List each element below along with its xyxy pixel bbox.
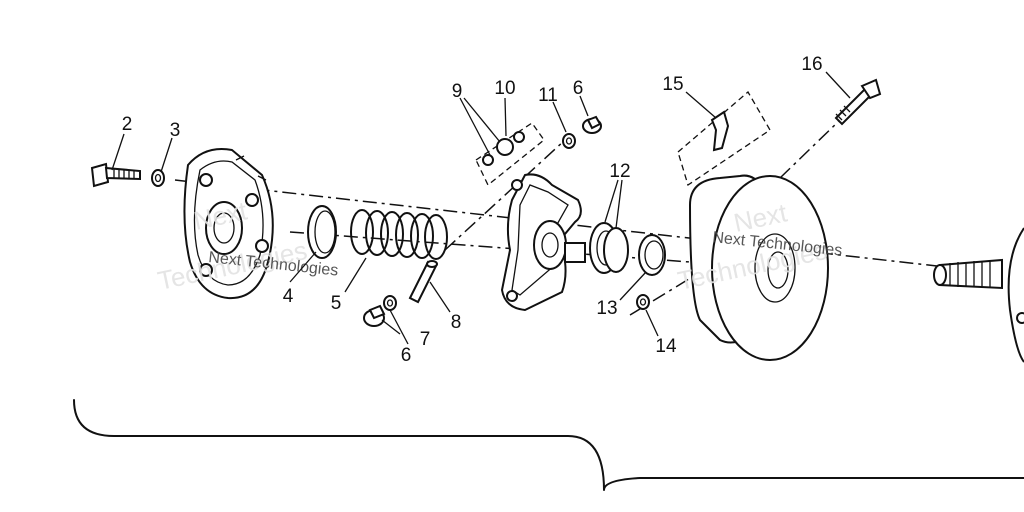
cap-nut-part-6-lower [363, 304, 386, 327]
cam-arm-part-15 [677, 90, 771, 187]
callout-15: 15 [662, 74, 683, 95]
callout-7: 7 [420, 329, 431, 350]
pin-axis-line [444, 139, 566, 251]
bushing-part-4 [307, 205, 337, 259]
leader-lines [111, 71, 851, 345]
nut-part-14 [636, 294, 650, 310]
callout-labels: 2 3 4 5 6 6 7 8 9 10 11 12 13 14 15 16 [122, 54, 823, 366]
callout-11: 11 [538, 85, 558, 106]
callout-9: 9 [452, 81, 463, 102]
roller-pin-part-8 [408, 260, 438, 304]
callout-6-lower: 6 [401, 345, 412, 366]
callout-6-upper: 6 [573, 78, 584, 99]
washer-part-3 [151, 169, 165, 187]
bolt-part-2 [90, 162, 141, 188]
upper-bolt-axis-line [779, 119, 841, 179]
spring-part-5 [350, 209, 448, 260]
callout-8: 8 [451, 312, 462, 333]
cap-nut-part-6-upper [582, 115, 602, 134]
callout-14: 14 [655, 336, 677, 357]
bolt-part-16 [834, 78, 882, 126]
secondary-axis-line [289, 231, 691, 263]
moveable-sheave [688, 174, 829, 361]
bearing-part-12 [589, 222, 629, 274]
weights-bracket [475, 122, 545, 187]
callout-13: 13 [596, 298, 617, 319]
spider-assembly [500, 173, 586, 312]
callout-12: 12 [609, 161, 630, 182]
callout-3: 3 [170, 120, 181, 141]
assembly-brace [73, 399, 1024, 491]
callout-4: 4 [283, 286, 294, 307]
callout-2: 2 [122, 114, 133, 135]
callout-10: 10 [494, 78, 515, 99]
callout-16: 16 [801, 54, 822, 75]
nut-part-11 [562, 133, 576, 149]
callout-5: 5 [331, 293, 342, 314]
main-axis-line [174, 179, 991, 273]
bushing-part-13 [638, 234, 666, 276]
clutch-cover [183, 148, 274, 300]
washer-part-7 [383, 295, 397, 311]
fixed-sheave-shaft [933, 227, 1024, 363]
